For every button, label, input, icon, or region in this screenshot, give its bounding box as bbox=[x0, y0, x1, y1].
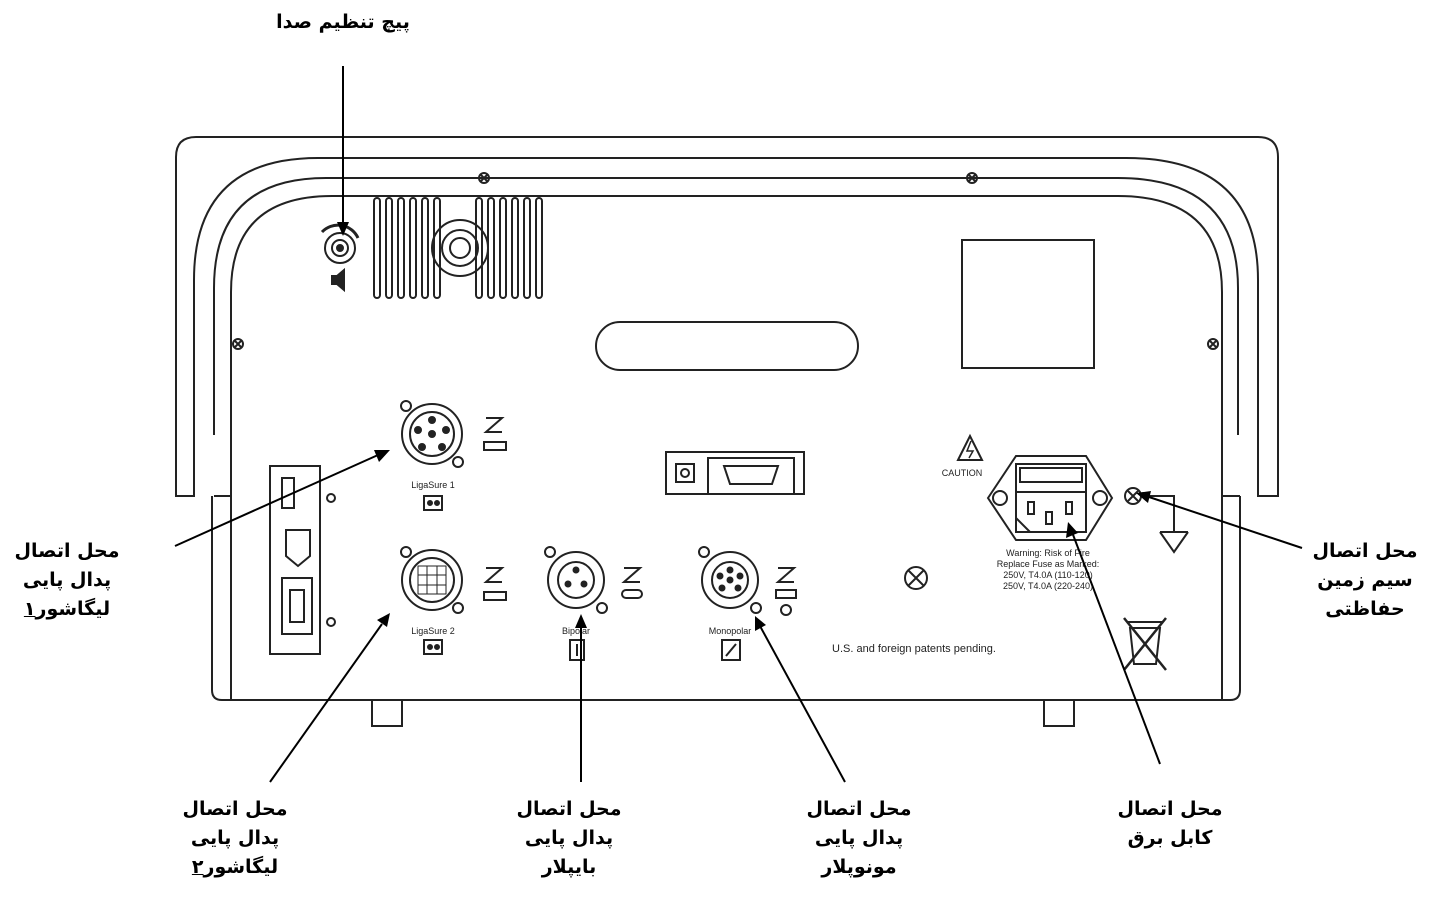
callout-ligasure2-line2: پدال پایی bbox=[190, 827, 280, 849]
fuse-warning-line1: Warning: Risk of Fire bbox=[1006, 548, 1090, 558]
callout-monopolar-line1: محل اتصال bbox=[806, 798, 912, 820]
callout-volume-knob: پیچ تنظیم صدا bbox=[243, 8, 443, 37]
caution-triangle bbox=[956, 433, 984, 461]
callout-ligasure2-line3: لیگاشور۲ bbox=[168, 853, 302, 882]
arrow-ligasure1 bbox=[174, 454, 379, 547]
callout-power-line2: کابل برق bbox=[1127, 827, 1213, 849]
callout-ligasure1-line1: محل اتصال bbox=[14, 540, 120, 562]
label-slot bbox=[595, 321, 859, 371]
panel-outline bbox=[230, 195, 1223, 701]
base-right bbox=[1222, 496, 1241, 701]
callout-power-line1: محل اتصال bbox=[1117, 798, 1223, 820]
screw-top-left bbox=[478, 172, 490, 184]
callout-ligasure1-line2: پدال پایی bbox=[22, 569, 112, 591]
base-left bbox=[211, 496, 231, 701]
callout-power-cable: محل اتصال کابل برق bbox=[1103, 795, 1237, 853]
callout-ligasure1-line3-text: لیگاشور bbox=[35, 598, 111, 620]
callout-volume-line1: پیچ تنظیم صدا bbox=[276, 11, 410, 33]
caution-label: CAUTION bbox=[942, 468, 983, 478]
callout-ground-line3: حفاظتی bbox=[1325, 598, 1405, 620]
callout-ligasure2-line3-text: لیگاشور bbox=[203, 856, 279, 878]
side-port-panel bbox=[269, 465, 336, 655]
callout-ligasure2-line1: محل اتصال bbox=[182, 798, 288, 820]
speaker-icon bbox=[331, 267, 345, 293]
left-foot bbox=[371, 699, 403, 727]
arrow-ground bbox=[1145, 495, 1303, 549]
right-foot bbox=[1043, 699, 1075, 727]
handle-inner-curve bbox=[193, 157, 1259, 435]
data-port bbox=[665, 451, 805, 495]
arrow-power bbox=[1071, 531, 1161, 765]
handle-inner-curve-2 bbox=[213, 177, 1239, 435]
power-inlet bbox=[986, 455, 1114, 541]
label-plate bbox=[961, 239, 1095, 369]
fuse-warning-line2: Replace Fuse as Marked: bbox=[997, 559, 1100, 569]
speaker-grille bbox=[373, 197, 543, 299]
bipolar-connector bbox=[544, 546, 643, 661]
callout-monopolar-line2: پدال پایی bbox=[814, 827, 904, 849]
ligasure1-label: LigaSure 1 bbox=[411, 480, 455, 490]
monopolar-label: Monopolar bbox=[709, 626, 752, 636]
callout-ligasure1: محل اتصال پدال پایی لیگاشور۱ bbox=[0, 537, 134, 624]
fuse-warning-line4: 250V, T4.0A (220-240) bbox=[1003, 581, 1093, 591]
screw-right bbox=[1207, 338, 1219, 350]
outer-handle-frame bbox=[175, 136, 1279, 435]
fuse-warning-line3: 250V, T4.0A (110-120) bbox=[1003, 570, 1092, 580]
equipotential-screw bbox=[904, 566, 928, 590]
ligasure1-connector bbox=[400, 400, 507, 511]
callout-monopolar-line3: مونوپلار bbox=[821, 856, 897, 878]
callout-ligasure1-line3-num: ۱ bbox=[23, 598, 36, 620]
callout-bipolar: محل اتصال پدال پایی بایپلار bbox=[502, 795, 636, 882]
ligasure2-label: LigaSure 2 bbox=[411, 626, 455, 636]
callout-ground-line1: محل اتصال bbox=[1312, 540, 1418, 562]
bipolar-label: Bipolar bbox=[562, 626, 590, 636]
arrow-monopolar bbox=[759, 625, 846, 783]
monopolar-connector bbox=[698, 546, 797, 661]
callout-monopolar: محل اتصال پدال پایی مونوپلار bbox=[792, 795, 926, 882]
ligasure2-connector bbox=[400, 546, 507, 655]
screw-left bbox=[232, 338, 244, 350]
callout-ligasure2-line3-num: ۲ bbox=[191, 856, 204, 878]
callout-ground-wire: محل اتصال سیم زمین حفاظتی bbox=[1298, 537, 1432, 624]
weee-bin-icon bbox=[1123, 617, 1167, 671]
screw-top-right bbox=[966, 172, 978, 184]
ground-terminal bbox=[1124, 487, 1189, 554]
base-housing bbox=[175, 435, 1279, 497]
callout-ligasure2: محل اتصال پدال پایی لیگاشور۲ bbox=[168, 795, 302, 882]
callout-ground-line2: سیم زمین bbox=[1317, 569, 1413, 591]
callout-bipolar-line1: محل اتصال bbox=[516, 798, 622, 820]
callout-bipolar-line2: پدال پایی bbox=[524, 827, 614, 849]
callout-ligasure1-line3: لیگاشور۱ bbox=[0, 595, 134, 624]
arrow-ligasure2 bbox=[269, 623, 383, 783]
callout-bipolar-line3: بایپلار bbox=[541, 856, 597, 878]
volume-knob bbox=[320, 223, 360, 264]
patents-label: U.S. and foreign patents pending. bbox=[832, 643, 996, 655]
